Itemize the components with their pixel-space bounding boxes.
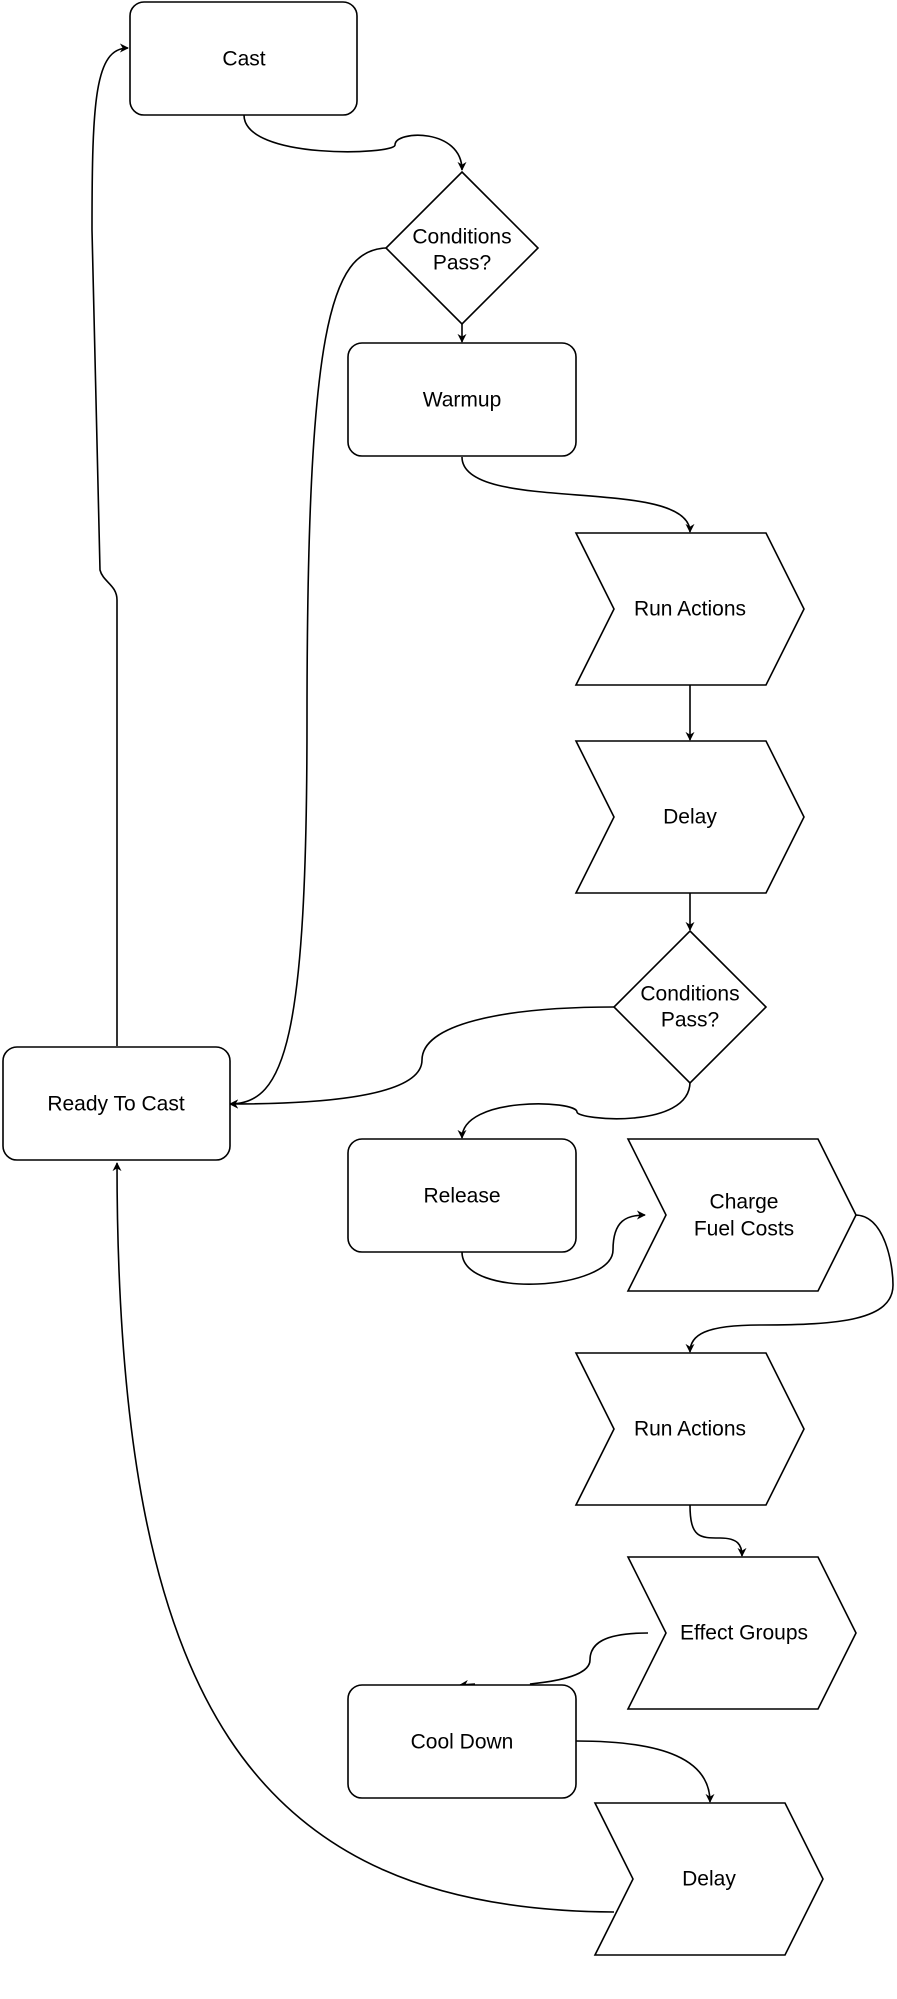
edge-charge-fuel-to-run-actions-2 bbox=[685, 1214, 894, 1353]
node-conditions-2-line-1: Conditions bbox=[640, 983, 739, 1006]
node-delay-1: Delay bbox=[574, 740, 805, 894]
edge-run-actions-2-to-effect-groups bbox=[689, 1504, 747, 1557]
edge-release-to-charge-fuel bbox=[461, 1210, 646, 1285]
node-cast: Cast bbox=[129, 1, 358, 116]
edge-cast-to-conditions-1 bbox=[243, 114, 467, 171]
edge-delay-2-to-ready bbox=[112, 1162, 615, 1913]
node-cool-down-label: Cool Down bbox=[411, 1731, 514, 1754]
edge-effect-groups-to-cool-down bbox=[529, 1632, 649, 1685]
node-warmup-label: Warmup bbox=[423, 389, 502, 412]
node-charge-fuel-costs-line-2: Fuel Costs bbox=[694, 1218, 794, 1241]
node-effect-groups: Effect Groups bbox=[626, 1556, 857, 1710]
edge-conditions-2-to-release bbox=[457, 1081, 691, 1139]
node-effect-groups-label: Effect Groups bbox=[680, 1622, 808, 1645]
edge-conditions-2-to-ready bbox=[229, 1006, 615, 1109]
node-ready-to-cast: Ready To Cast bbox=[2, 1046, 231, 1161]
node-release: Release bbox=[347, 1138, 577, 1253]
node-charge-fuel-costs: Charge Fuel Costs bbox=[626, 1138, 857, 1292]
node-run-actions-1-label: Run Actions bbox=[634, 598, 746, 621]
node-ready-to-cast-label: Ready To Cast bbox=[47, 1093, 185, 1116]
edge-ready-to-cast bbox=[91, 43, 129, 1046]
edge-cool-down-to-delay-2 bbox=[575, 1740, 715, 1803]
node-run-actions-2: Run Actions bbox=[574, 1352, 805, 1506]
edge-conditions-1-to-ready bbox=[229, 247, 387, 1109]
node-conditions-1-line-1: Conditions bbox=[412, 226, 511, 249]
node-delay-1-label: Delay bbox=[663, 806, 717, 829]
node-conditions-1: Conditions Pass? bbox=[384, 170, 540, 326]
node-conditions-2-line-2: Pass? bbox=[661, 1009, 719, 1032]
node-run-actions-1: Run Actions bbox=[574, 532, 805, 686]
edge-warmup-to-run-actions-1 bbox=[461, 456, 695, 533]
node-conditions-1-line-2: Pass? bbox=[433, 252, 491, 275]
node-conditions-2: Conditions Pass? bbox=[612, 929, 768, 1085]
node-delay-2-label: Delay bbox=[682, 1868, 736, 1891]
node-delay-2: Delay bbox=[593, 1802, 824, 1956]
node-run-actions-2-label: Run Actions bbox=[634, 1418, 746, 1441]
node-release-label: Release bbox=[423, 1185, 500, 1208]
node-charge-fuel-costs-line-1: Charge bbox=[710, 1191, 779, 1214]
node-cast-label: Cast bbox=[222, 48, 265, 71]
node-cool-down: Cool Down bbox=[347, 1684, 577, 1799]
node-warmup: Warmup bbox=[347, 342, 577, 457]
